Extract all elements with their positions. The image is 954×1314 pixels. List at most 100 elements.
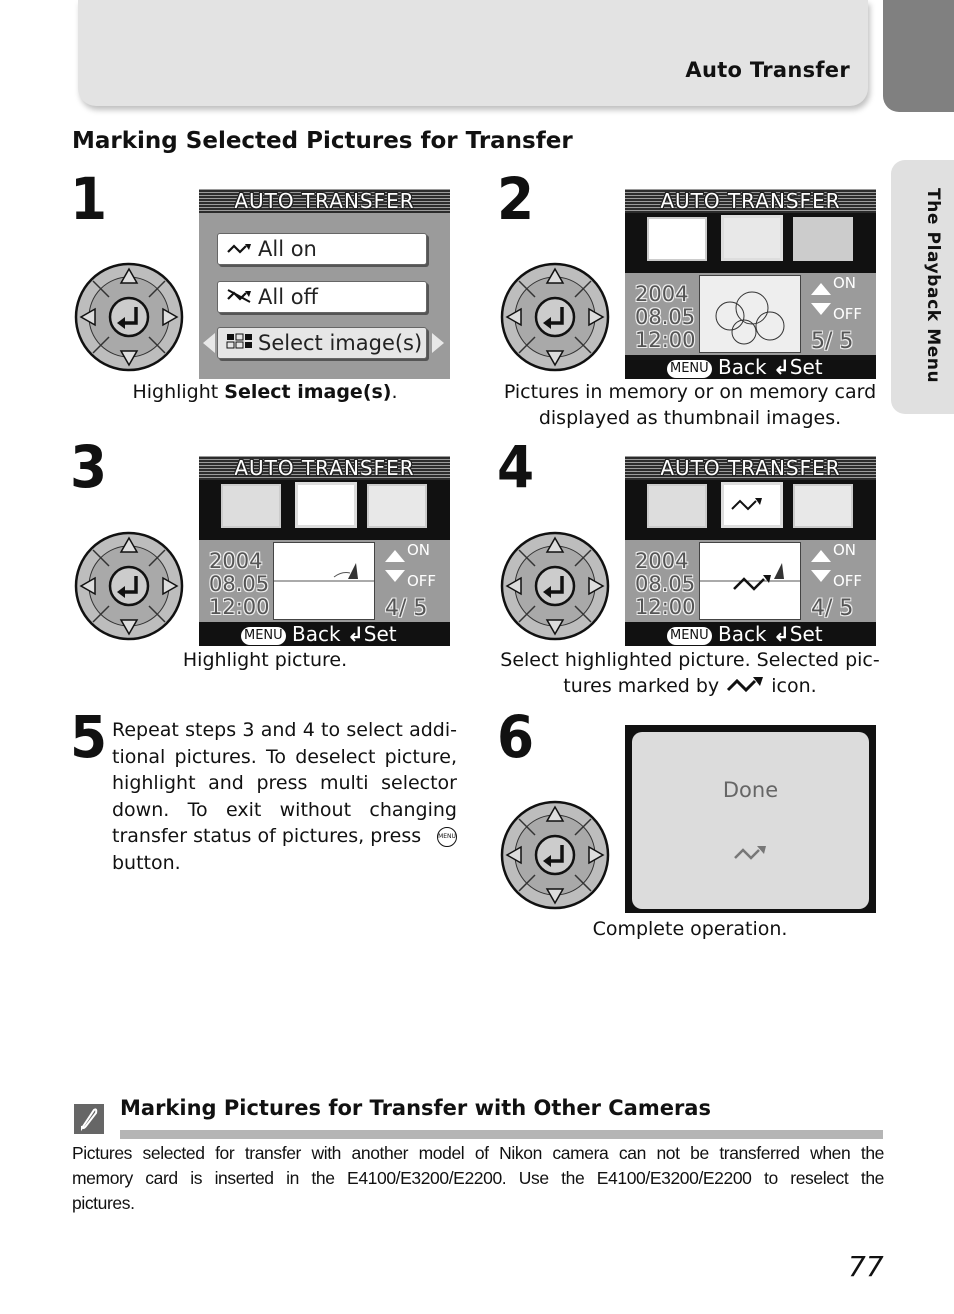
- step-2-caption: Pictures in memory or on memory card dis…: [503, 381, 877, 429]
- menu-button-icon: MENU: [241, 627, 286, 645]
- note-divider: [120, 1130, 883, 1139]
- down-arrow-icon: [385, 570, 405, 582]
- frame-counter: 4/ 5: [811, 596, 854, 621]
- menu-item-all-off[interactable]: All off: [217, 281, 427, 313]
- step-number-3: 3: [70, 433, 108, 501]
- date-year: 2004: [635, 549, 689, 573]
- on-label: ON: [833, 274, 857, 292]
- thumbnail-landscape: [647, 217, 707, 261]
- menu-button-icon: MENU: [667, 360, 712, 378]
- step-6-caption: Complete operation.: [592, 918, 788, 940]
- arrow-right-icon: [432, 333, 444, 353]
- back-hint: MENU Back: [241, 622, 341, 646]
- transfer-icon: [732, 844, 768, 866]
- step-3-caption: Highlight picture.: [182, 649, 348, 671]
- step-1-caption: Highlight Select image(s).: [132, 381, 398, 403]
- multi-selector-icon: [74, 262, 184, 372]
- transfer-off-icon: [226, 282, 252, 312]
- lcd-step-1: AUTO TRANSFER All on All off Select imag…: [199, 189, 450, 379]
- step-number-4: 4: [497, 433, 535, 501]
- on-label: ON: [407, 541, 431, 559]
- set-hint: ↲Set: [773, 622, 823, 646]
- step-number-6: 6: [497, 703, 535, 771]
- off-label: OFF: [833, 572, 863, 590]
- note-pencil-icon: [74, 1104, 104, 1134]
- note-title: Marking Pictures for Transfer with Other…: [120, 1096, 711, 1120]
- header-box: [78, 0, 868, 106]
- arrow-left-icon: [203, 333, 215, 353]
- thumbnail-flowers: [793, 484, 853, 528]
- up-arrow-icon: [811, 550, 831, 562]
- step-5-text: Repeat steps 3 and 4 to select addi- tio…: [112, 719, 457, 874]
- menu-item-label: All on: [258, 237, 317, 261]
- done-panel: Done: [632, 732, 869, 909]
- menu-button-icon: MENU: [667, 627, 712, 645]
- off-label: OFF: [833, 305, 863, 323]
- multi-selector-icon: [500, 262, 610, 372]
- step-4-caption: Select highlighted picture. Selected pic…: [490, 647, 890, 701]
- lcd-step-2: AUTO TRANSFER 2004 08.05 12:00 ON OFF 5/…: [625, 189, 876, 379]
- lcd-title: AUTO TRANSFER: [199, 189, 450, 213]
- lcd-step-4: AUTO TRANSFER 2004 08.05 12:00 ON OFF 4/…: [625, 456, 876, 646]
- date-year: 2004: [635, 282, 689, 306]
- lcd-step-3: AUTO TRANSFER 2004 08.05 12:00 ON OFF 4/…: [199, 456, 450, 646]
- multi-selector-icon: [500, 800, 610, 910]
- transfer-icon: [226, 234, 252, 264]
- date-day: 08.05: [635, 305, 696, 329]
- thumbnail-grid-icon: [226, 328, 252, 358]
- frame-counter: 5/ 5: [811, 329, 854, 354]
- enter-icon: ↲: [347, 622, 364, 646]
- back-hint: MENU Back: [667, 355, 767, 379]
- thumbnail-flowers: [367, 484, 427, 528]
- corner-tab: [883, 0, 954, 112]
- page-number: 77: [848, 1250, 884, 1283]
- on-label: ON: [833, 541, 857, 559]
- lcd-title: AUTO TRANSFER: [625, 189, 876, 213]
- thumbnail-landscape-marked: [721, 482, 783, 528]
- thumbnail-people: [647, 484, 707, 528]
- date-day: 08.05: [635, 572, 696, 596]
- menu-button-icon: MENU: [437, 827, 457, 847]
- date-day: 08.05: [209, 572, 270, 596]
- preview-image: [699, 275, 801, 353]
- back-hint: MENU Back: [667, 622, 767, 646]
- step-number-1: 1: [70, 165, 108, 233]
- multi-selector-icon: [500, 531, 610, 641]
- enter-icon: ↲: [773, 355, 790, 379]
- page-header-title: Auto Transfer: [685, 58, 850, 82]
- date-time: 12:00: [635, 595, 696, 619]
- step-number-2: 2: [497, 165, 535, 233]
- note-text: Pictures selected for transfer with anot…: [72, 1143, 884, 1213]
- preview-image-marked: [699, 542, 801, 620]
- date-year: 2004: [209, 549, 263, 573]
- done-label: Done: [722, 778, 779, 802]
- set-hint: ↲Set: [773, 355, 823, 379]
- down-arrow-icon: [811, 570, 831, 582]
- chapter-tab-label: The Playback Menu: [923, 188, 943, 384]
- up-arrow-icon: [811, 283, 831, 295]
- menu-item-label: Select image(s): [258, 331, 423, 355]
- up-arrow-icon: [385, 550, 405, 562]
- thumbnail-empty: [793, 217, 853, 261]
- down-arrow-icon: [811, 303, 831, 315]
- set-hint: ↲Set: [347, 622, 397, 646]
- enter-icon: ↲: [773, 622, 790, 646]
- step-number-5: 5: [70, 703, 108, 771]
- lcd-title: AUTO TRANSFER: [625, 456, 876, 480]
- lcd-title: AUTO TRANSFER: [199, 456, 450, 480]
- date-time: 12:00: [209, 595, 270, 619]
- off-label: OFF: [407, 572, 437, 590]
- preview-image: [273, 542, 375, 620]
- multi-selector-icon: [74, 531, 184, 641]
- lcd-step-6: Done: [625, 725, 876, 913]
- thumbnail-people: [221, 484, 281, 528]
- menu-item-label: All off: [258, 285, 319, 309]
- section-title: Marking Selected Pictures for Transfer: [72, 128, 573, 154]
- thumbnail-flowers: [721, 215, 783, 261]
- menu-item-select-images[interactable]: Select image(s): [217, 327, 427, 359]
- date-time: 12:00: [635, 328, 696, 352]
- frame-counter: 4/ 5: [385, 596, 428, 621]
- transfer-icon: [725, 675, 765, 701]
- menu-item-all-on[interactable]: All on: [217, 233, 427, 265]
- chapter-tab: The Playback Menu: [891, 160, 954, 414]
